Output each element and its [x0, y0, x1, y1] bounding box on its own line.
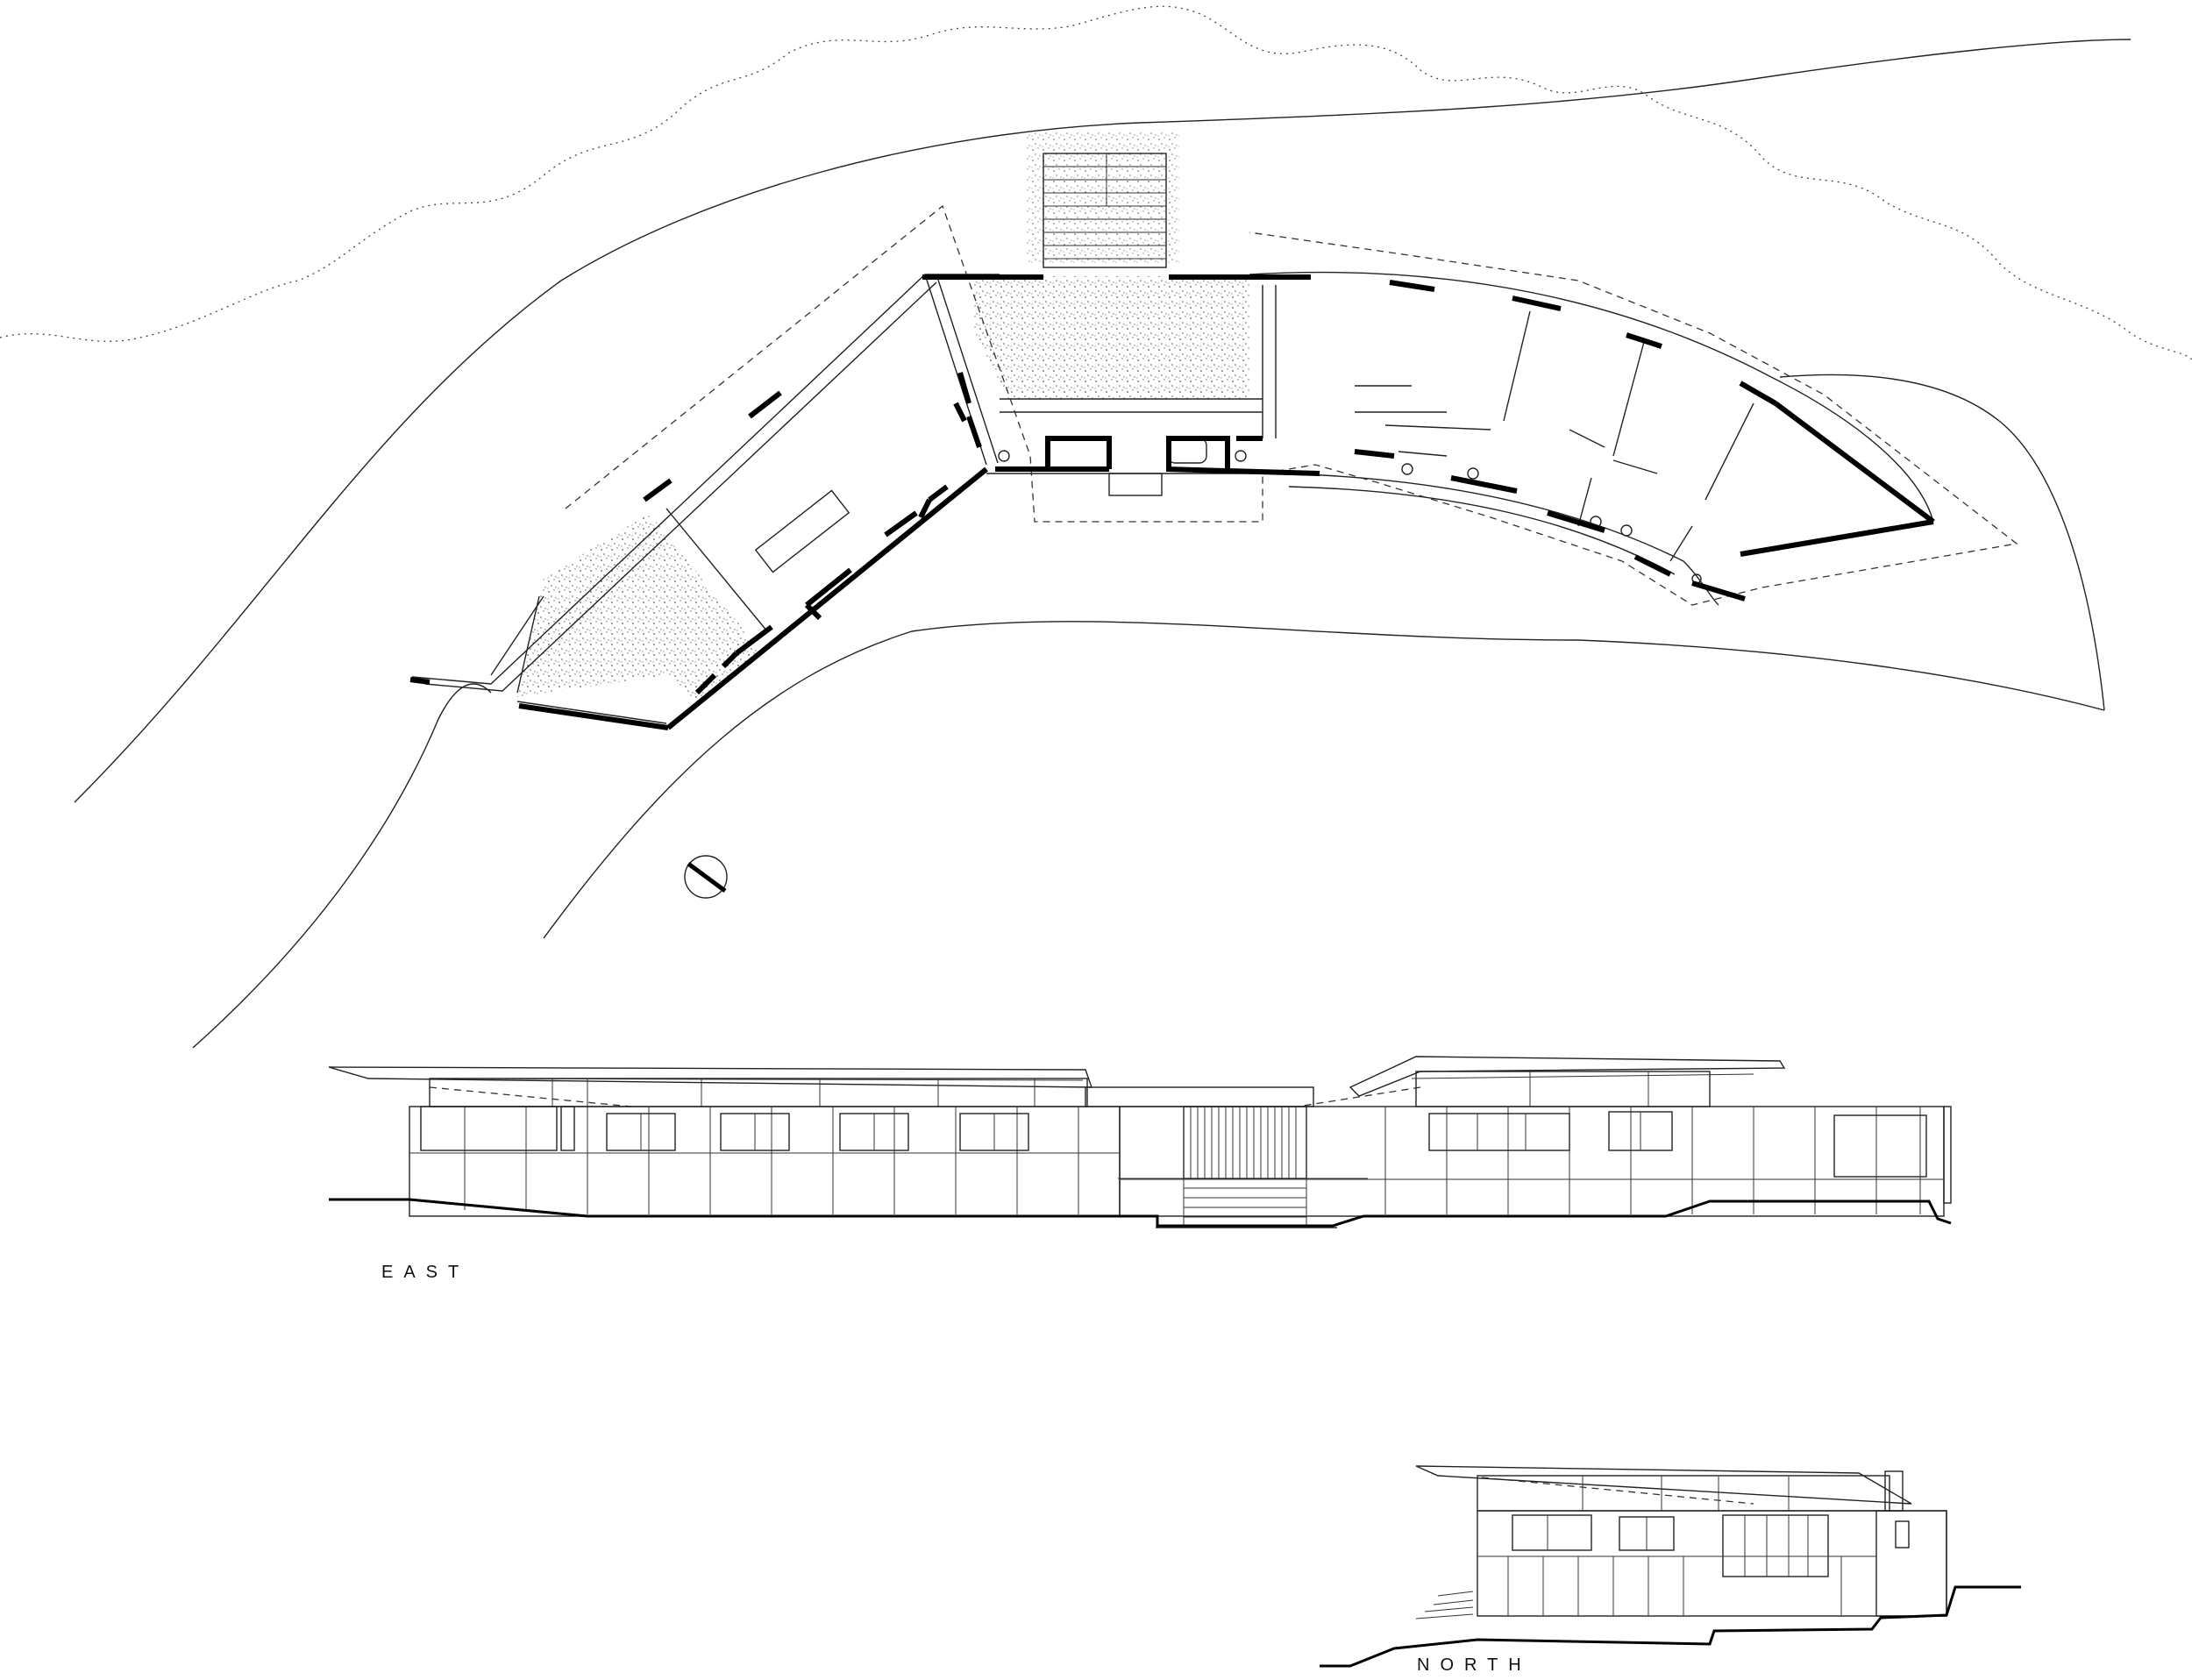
east-elevation-label: EAST	[381, 1263, 470, 1282]
contour-line-right	[1779, 374, 2105, 711]
east-elevation-windows	[420, 1106, 1927, 1178]
house-floor-plan	[411, 271, 1934, 724]
courtyard-gravel-center	[973, 276, 1249, 399]
east-elevation	[328, 1056, 1952, 1228]
entry-stairs-plan	[1043, 153, 1167, 268]
contour-line-left	[192, 683, 492, 1049]
entry-stair-gravel	[1026, 132, 1179, 263]
house-solid-walls	[409, 274, 1935, 730]
east-ground-line	[329, 1198, 1952, 1228]
contour-line-lower	[543, 621, 2105, 939]
north-elevation-label: NORTH	[1417, 1655, 1532, 1675]
roof-outline-dashed	[565, 204, 2018, 606]
site-plan	[0, 5, 2192, 1049]
courtyard-gravel-left	[517, 513, 763, 701]
north-ground-line	[1320, 1585, 2021, 1668]
contour-line-upper	[74, 39, 2132, 803]
north-arrow-symbol	[684, 855, 728, 899]
north-elevation	[1320, 1465, 2021, 1668]
